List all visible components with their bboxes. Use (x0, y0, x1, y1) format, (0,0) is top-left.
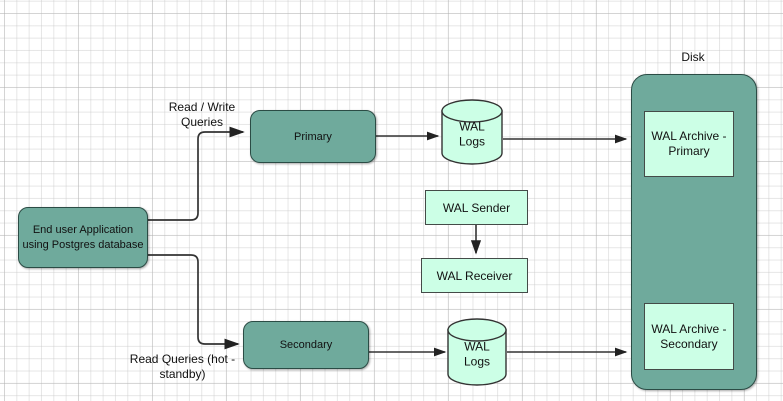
cylinder-shape-primary (441, 99, 503, 165)
node-wal-sender-label: WAL Sender (442, 200, 511, 215)
node-wal-archive-primary-label: WAL Archive - Primary (651, 129, 727, 158)
node-primary[interactable]: Primary (250, 110, 376, 163)
node-secondary[interactable]: Secondary (243, 321, 369, 369)
edge-client-to-secondary (148, 254, 240, 350)
node-wal-archive-secondary-label: WAL Archive - Secondary (651, 321, 727, 351)
node-wal-receiver-label: WAL Receiver (436, 268, 513, 283)
cylinder-shape-secondary (447, 318, 507, 386)
node-wal-sender[interactable]: WAL Sender (425, 190, 528, 225)
edge-label-read-write-queries: Read / Write Queries (168, 100, 236, 129)
node-secondary-label: Secondary (279, 339, 333, 351)
node-wal-logs-primary[interactable]: WAL Logs (440, 99, 504, 165)
node-disk-label: Disk (681, 50, 705, 64)
node-wal-archive-primary[interactable]: WAL Archive - Primary (644, 111, 734, 177)
node-wal-receiver[interactable]: WAL Receiver (421, 258, 528, 293)
edge-label-read-queries-hot-standby: Read Queries (hot - standby) (129, 352, 236, 381)
node-wal-logs-secondary[interactable]: WAL Logs (446, 318, 508, 386)
node-end-user-application-label: End user Application using Postgres data… (22, 223, 144, 251)
edge-client-to-primary (148, 126, 245, 221)
node-wal-archive-secondary[interactable]: WAL Archive - Secondary (644, 303, 734, 370)
node-primary-label: Primary (294, 130, 332, 143)
node-end-user-application[interactable]: End user Application using Postgres data… (18, 207, 148, 268)
